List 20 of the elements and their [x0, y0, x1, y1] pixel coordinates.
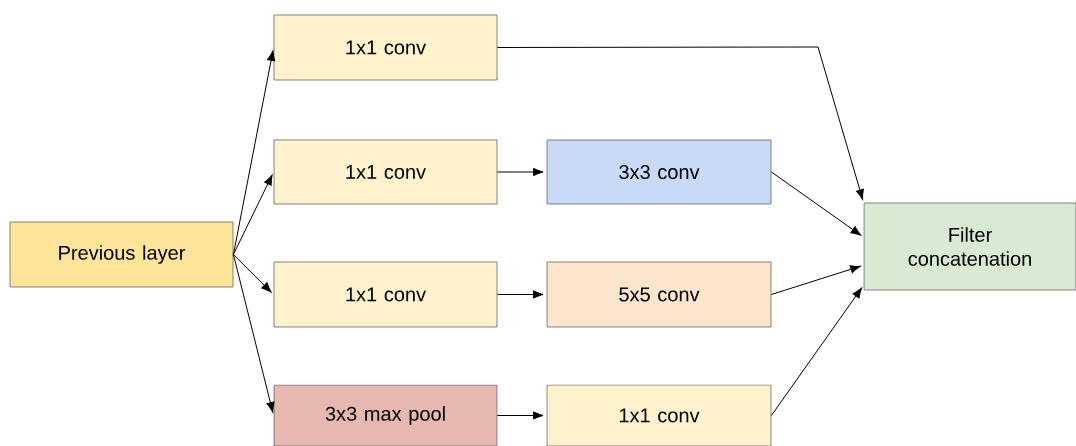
process-box: 1x1 conv	[546, 384, 772, 446]
process-box: 1x1 conv	[273, 14, 498, 81]
arrow	[232, 50, 276, 255]
process-box: 1x1 conv	[273, 261, 498, 328]
process-box: 5x5 conv	[546, 261, 772, 328]
arrow	[496, 411, 544, 420]
arrow	[232, 174, 273, 255]
arrow	[770, 265, 861, 295]
arrow	[770, 287, 863, 416]
process-box: 1x1 conv	[273, 139, 498, 205]
arrow	[496, 167, 544, 177]
arrow	[770, 171, 862, 236]
arrow	[496, 290, 544, 299]
arrow	[496, 46, 864, 200]
arrow	[232, 254, 275, 413]
process-box: 3x3 conv	[546, 139, 772, 205]
arrow	[232, 254, 272, 293]
process-box: Filter concatenation	[863, 202, 1076, 291]
process-box: 3x3 max pool	[273, 384, 498, 446]
process-box: Previous layer	[9, 221, 234, 288]
